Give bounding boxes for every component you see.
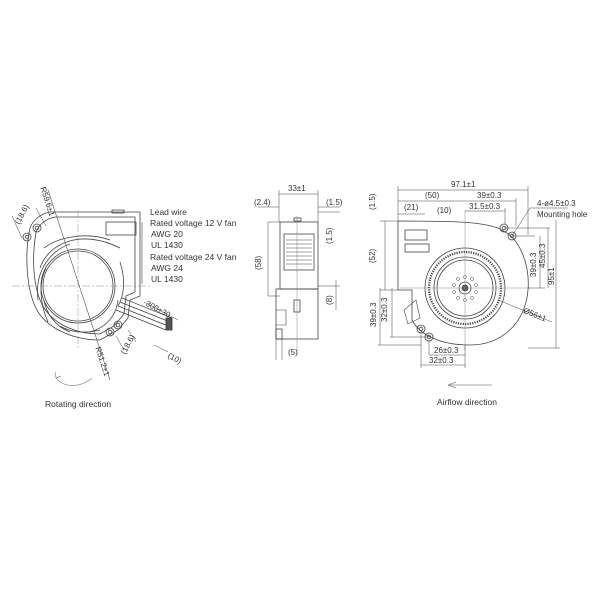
bottom-32-label: 32±0.3 — [429, 356, 454, 365]
left-view-fan-outline — [22, 209, 173, 341]
dim-10-label: (10) — [437, 206, 452, 215]
rotating-direction-caption: Rotating direction — [45, 399, 112, 409]
left-39-label: 39±0.3 — [369, 302, 378, 327]
left-32-label: 32±0.3 — [380, 297, 389, 322]
ul1430-12v-label: UL 1430 — [151, 240, 183, 250]
airflow-direction-caption: Airflow direction — [437, 397, 497, 407]
awg20-label: AWG 20 — [151, 229, 183, 239]
dim-50-label: (50) — [425, 191, 440, 200]
overall-width-label: 97.1±1 — [451, 180, 476, 189]
side-right-offset-label: (1.5) — [326, 198, 343, 207]
side-height-label: (58) — [254, 255, 263, 270]
right-39-label: 39±0.3 — [529, 252, 538, 277]
side-bottom-label: (5) — [288, 348, 298, 357]
side-view-outline — [275, 216, 319, 355]
side-right-top-label: (1.5) — [325, 227, 334, 244]
side-right-bottom-label: (8) — [325, 295, 334, 305]
awg24-label: AWG 24 — [151, 263, 183, 273]
front-view-outline — [397, 220, 529, 346]
mounting-hole-label: Mounting hole — [537, 210, 588, 219]
mounting-hole-spec-label: 4-ø4.5±0.3 — [537, 199, 576, 208]
rated-24v-label: Rated voltage 24 V fan — [150, 252, 237, 262]
bottom-26-label: 26±0.3 — [434, 346, 459, 355]
lead-wire-title: Lead wire — [150, 207, 187, 217]
dim-39-label: 39±0.3 — [477, 191, 502, 200]
left-height-label: (52) — [368, 248, 377, 263]
side-left-offset-label: (2.4) — [254, 198, 271, 207]
right-45-label: 45±0.3 — [538, 243, 547, 268]
rated-12v-label: Rated voltage 12 V fan — [150, 218, 237, 228]
side-width-label: 33±1 — [288, 184, 306, 193]
top-offset-label: (1.5) — [368, 193, 377, 210]
dim-21-label: (21) — [404, 203, 419, 212]
dim-31-5-label: 31.5±0.3 — [469, 202, 501, 211]
ul1430-24v-label: UL 1430 — [151, 274, 183, 284]
overall-height-label: 95±1 — [547, 267, 556, 285]
